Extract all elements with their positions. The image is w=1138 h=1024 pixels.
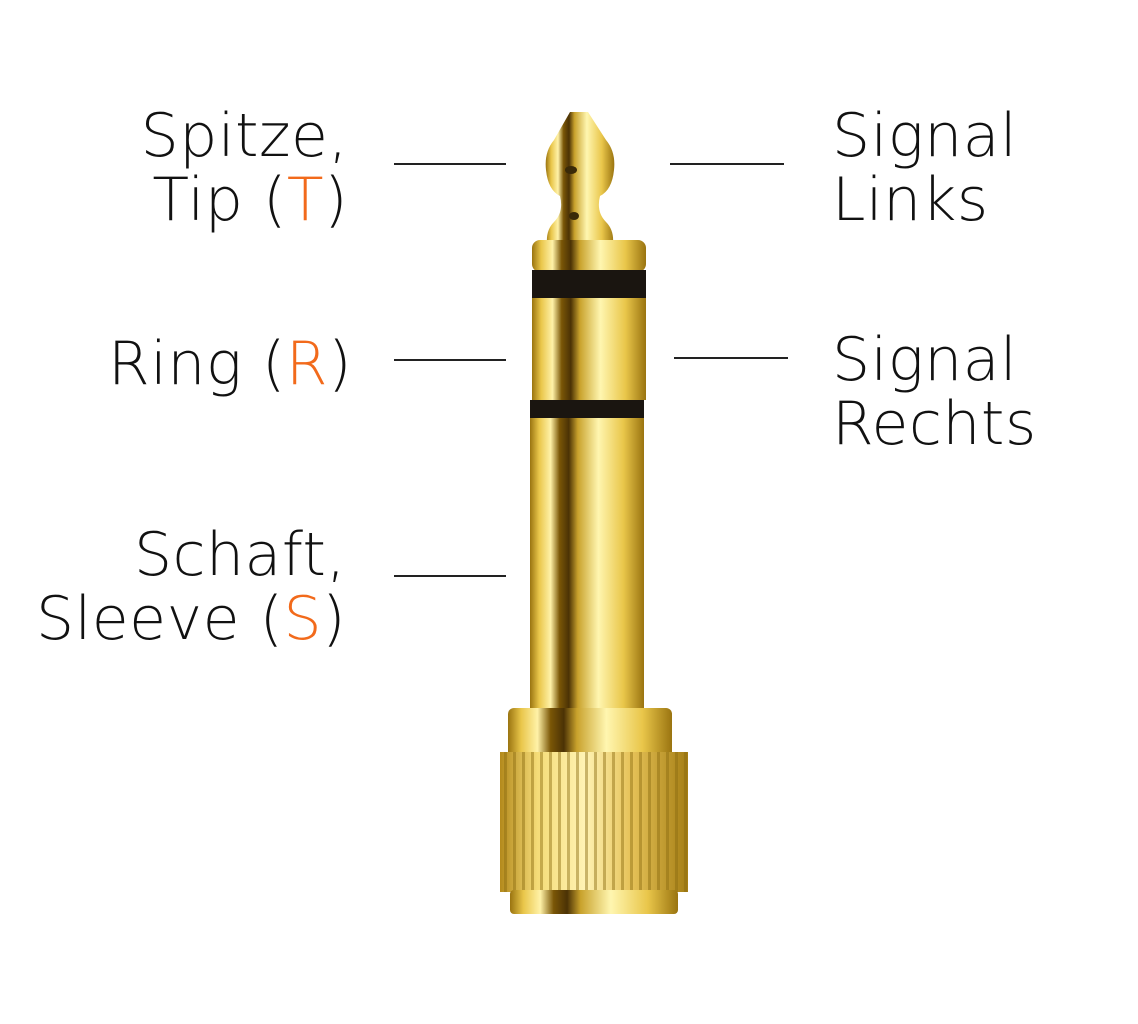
right-signal-leader-line	[674, 357, 788, 359]
right-signal-line1: Signal	[832, 325, 1018, 395]
tip-prefix: Tip (	[152, 165, 287, 235]
tip-label-line1: Spitze,	[140, 101, 348, 171]
ring-label-line: Ring (R)	[0, 332, 352, 396]
sleeve-letter: S	[283, 584, 323, 654]
ring-leader-line	[394, 359, 506, 361]
trs-jack-plug-illustration	[500, 112, 688, 914]
ring-suffix: )	[328, 329, 352, 399]
right-signal-line2: Rechts	[832, 389, 1037, 459]
left-signal-label: Signal Links	[832, 104, 1017, 232]
ring-label: Ring (R)	[0, 332, 352, 396]
sleeve-label-line2: Sleeve (S)	[0, 587, 346, 651]
left-signal-line1: Signal	[832, 101, 1018, 171]
ring-prefix: Ring (	[108, 329, 286, 399]
sleeve-suffix: )	[322, 584, 346, 654]
right-signal-label: Signal Rechts	[832, 328, 1037, 456]
sleeve-prefix: Sleeve (	[35, 584, 284, 654]
tip-label-line2: Tip (T)	[0, 168, 348, 232]
tip-leader-line	[394, 163, 506, 165]
tip-suffix: )	[324, 165, 348, 235]
left-signal-leader-line	[670, 163, 784, 165]
sleeve-label: Schaft, Sleeve (S)	[0, 523, 346, 651]
tip-letter: T	[286, 165, 325, 235]
sleeve-leader-line	[394, 575, 506, 577]
tip-label: Spitze, Tip (T)	[0, 104, 348, 232]
ring-letter: R	[285, 329, 329, 399]
sleeve-label-line1: Schaft,	[133, 520, 346, 590]
left-signal-line2: Links	[832, 165, 989, 235]
